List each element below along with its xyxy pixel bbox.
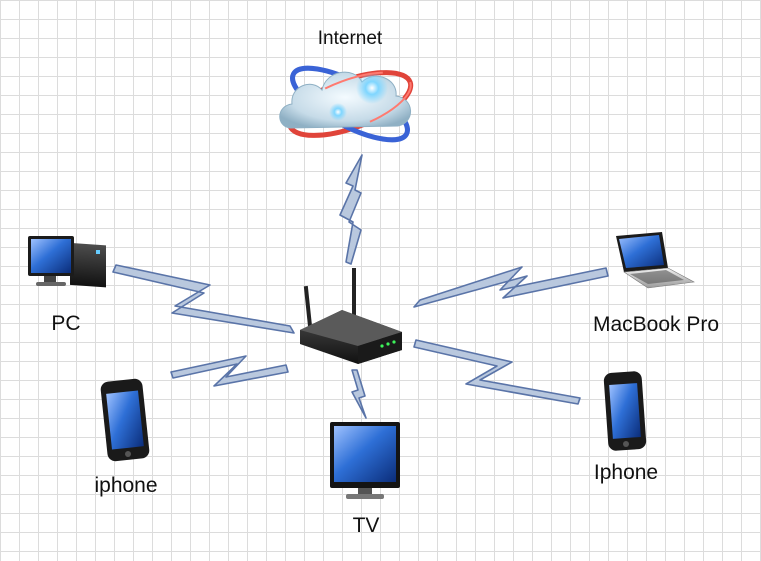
pc-node: PC: [28, 236, 106, 335]
desktop-computer-icon: [28, 236, 106, 288]
tv-node: TV: [330, 422, 400, 537]
links-layer: [112, 154, 609, 419]
monitor-icon: [330, 422, 400, 499]
laptop-icon: [616, 232, 695, 289]
internet-node: Internet: [279, 28, 414, 143]
iphone-left-label: iphone: [94, 474, 157, 497]
router-node: [300, 268, 402, 364]
link-router-macbook: [413, 266, 609, 308]
smartphone-icon: [603, 371, 647, 451]
link-router-tv: [351, 369, 367, 419]
pc-label: PC: [51, 312, 80, 335]
macbook-label: MacBook Pro: [593, 313, 719, 336]
iphone-left-node: iphone: [94, 378, 158, 497]
link-router-internet: [339, 154, 363, 265]
wireless-router-icon: [300, 268, 402, 364]
link-router-pc: [112, 264, 295, 334]
iphone-right-node: Iphone: [594, 371, 658, 484]
link-router-iphone-left: [170, 355, 289, 387]
internet-label: Internet: [318, 28, 383, 49]
tv-label: TV: [353, 514, 380, 537]
smartphone-icon: [100, 378, 150, 462]
iphone-right-label: Iphone: [594, 461, 658, 484]
link-router-iphone-right: [413, 339, 581, 405]
cloud-orbit-icon: [279, 65, 414, 143]
macbook-node: MacBook Pro: [593, 232, 719, 336]
